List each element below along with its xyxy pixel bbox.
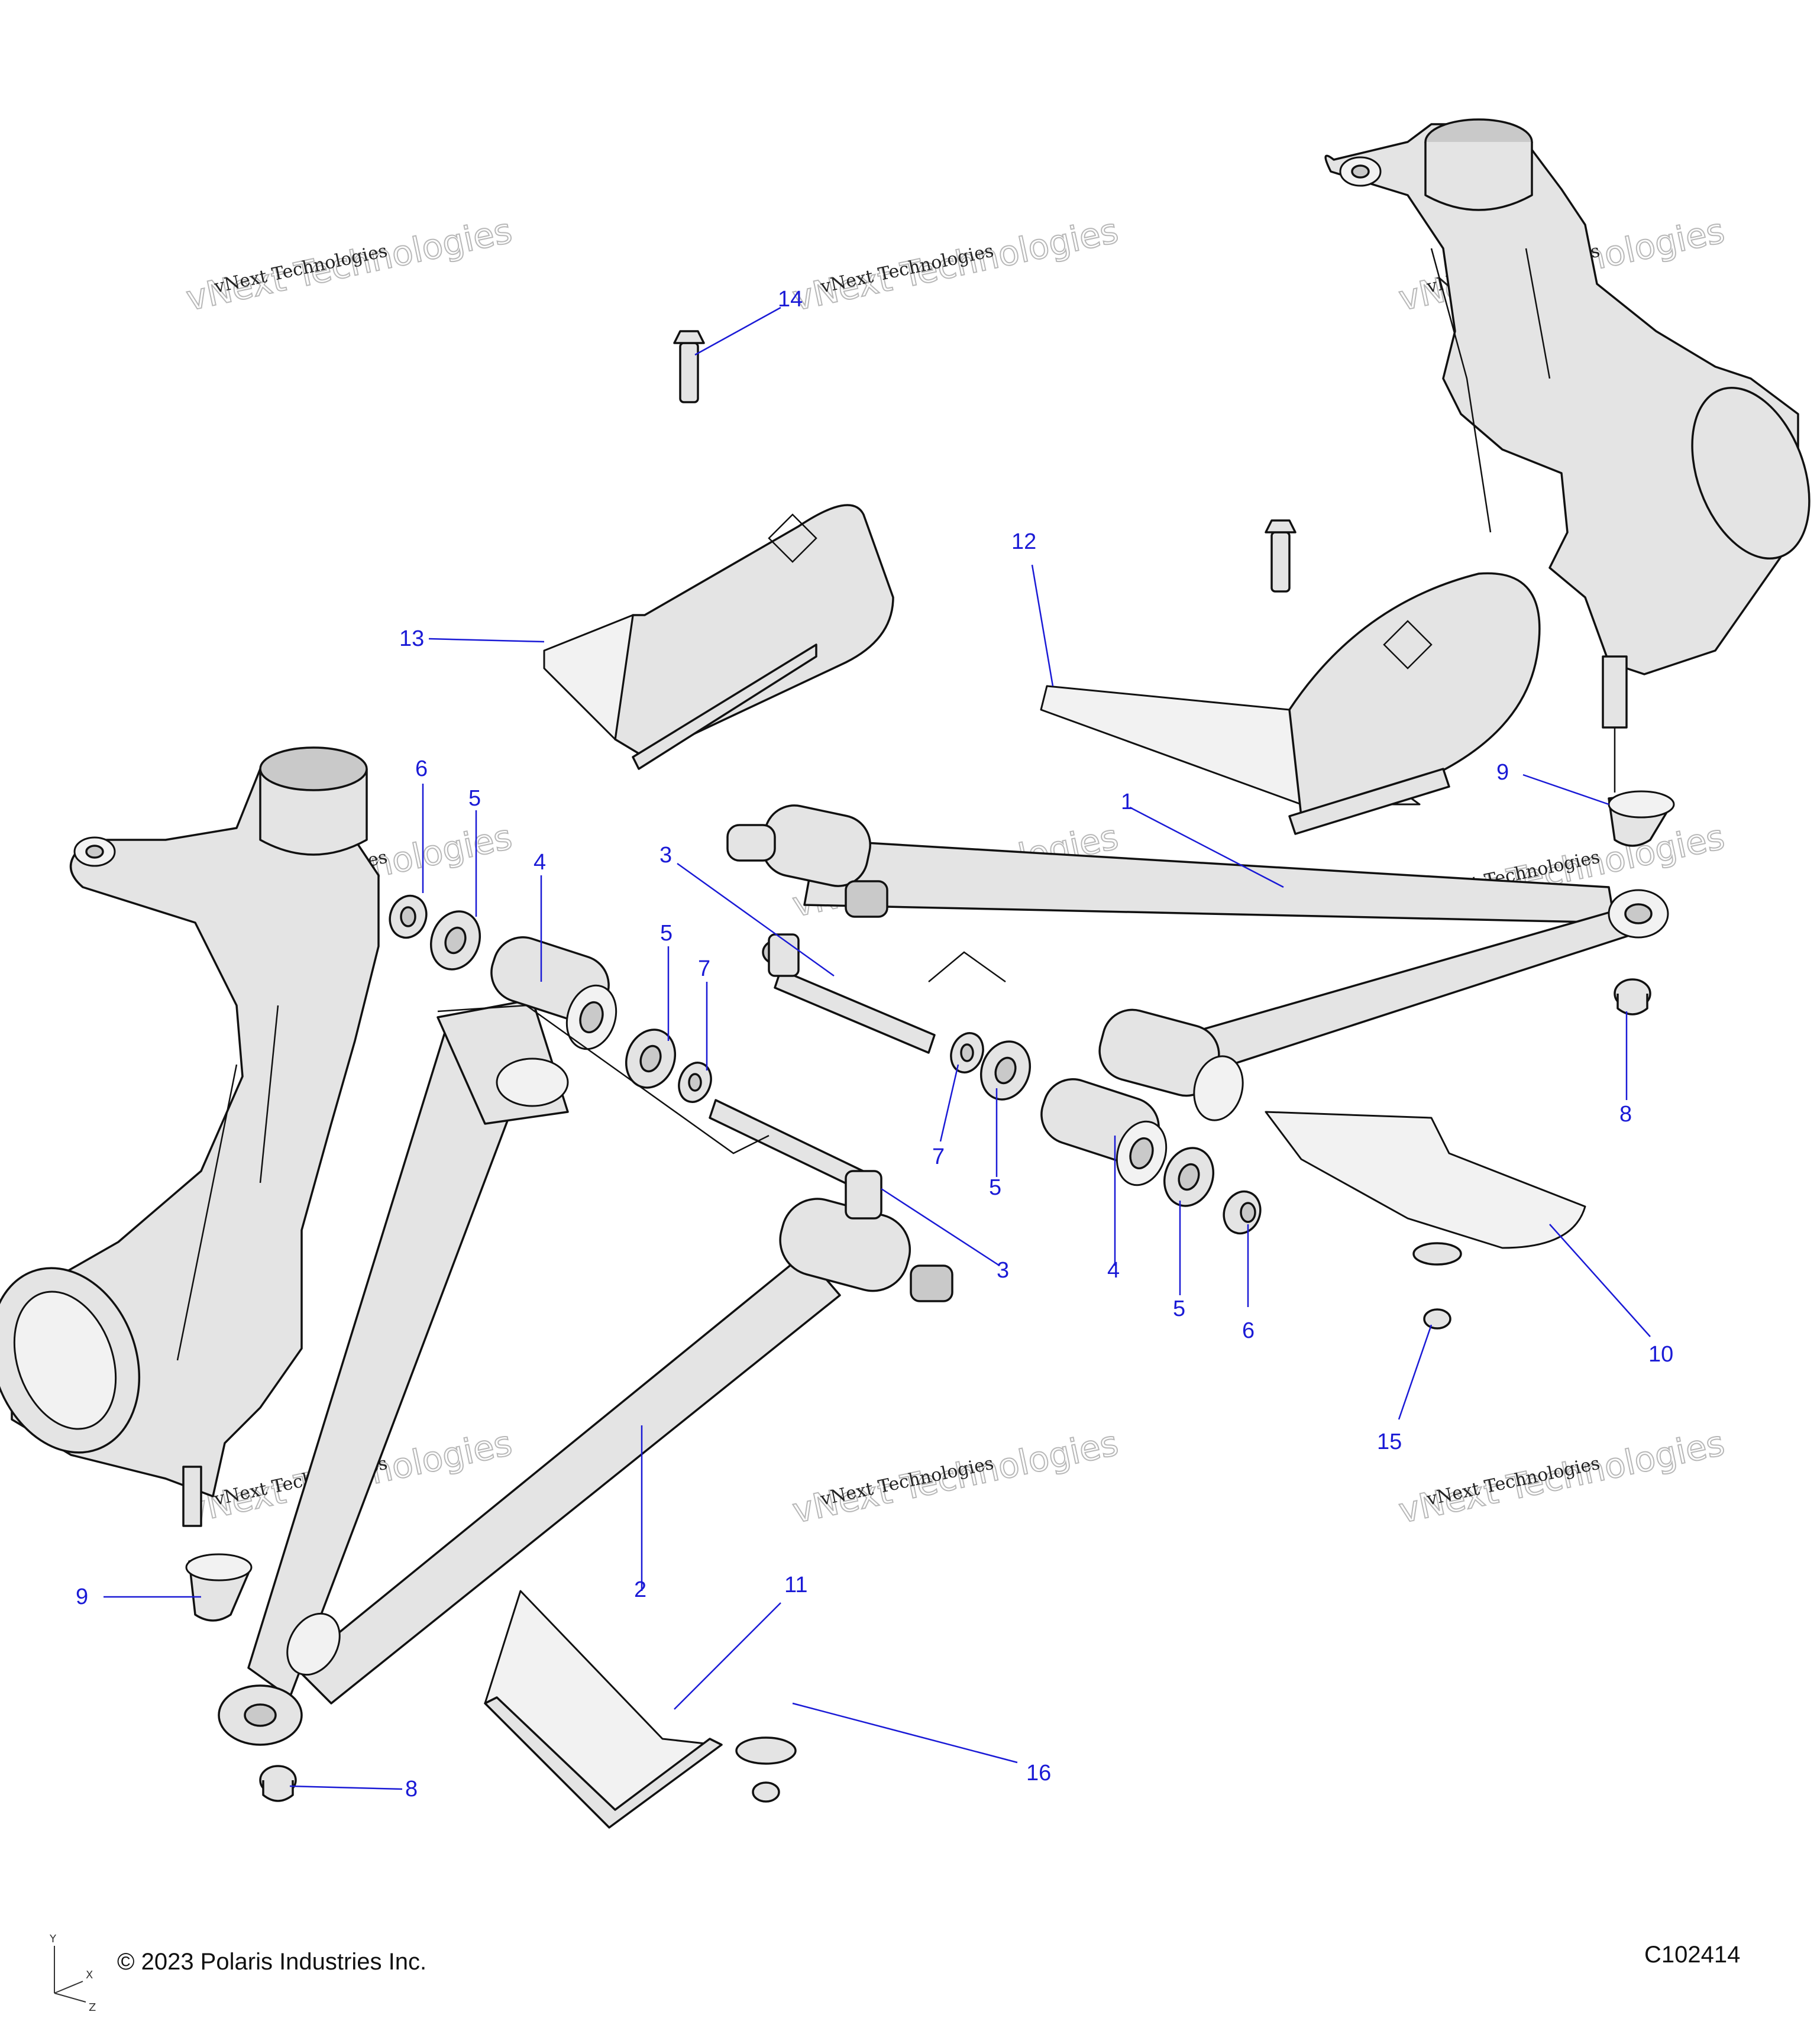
- nut: [1223, 1190, 1262, 1235]
- guard-upper-left: [543, 504, 894, 770]
- callout-7a: 7: [698, 956, 710, 981]
- nut: [389, 894, 428, 939]
- guard-lower-left: [484, 1590, 797, 1829]
- leader-15: [1398, 1324, 1433, 1420]
- leader-3a: [677, 862, 835, 977]
- leader-14: [694, 306, 781, 356]
- guard-lower-right: [1265, 1111, 1586, 1330]
- callout-6a: 6: [415, 756, 428, 781]
- callout-6b: 6: [1242, 1318, 1255, 1343]
- axis-label-y: Y: [49, 1933, 57, 1945]
- callout-5c: 5: [989, 1175, 1001, 1200]
- axes-triad-icon: Y X Z: [49, 1933, 96, 2014]
- watermark: vNext Technologies vNext Technologies: [182, 210, 516, 319]
- bolt-lower: [709, 1099, 882, 1220]
- spacer: [950, 1032, 984, 1073]
- callout-14: 14: [778, 287, 803, 312]
- callout-5b: 5: [660, 921, 673, 946]
- washer: [625, 1029, 677, 1089]
- spacer: [678, 1062, 712, 1103]
- bushing-left: [490, 936, 617, 1050]
- watermark: vNext Technologies vNext Technologies: [1395, 1422, 1728, 1532]
- callout-8b: 8: [405, 1777, 418, 1802]
- flange-nut: [259, 1765, 297, 1802]
- leader-11: [674, 1602, 781, 1710]
- assembly-line: [437, 951, 1006, 1154]
- callout-15: 15: [1377, 1429, 1402, 1454]
- ball-joint-boot: [185, 1553, 253, 1622]
- leader-8b: [289, 1785, 403, 1790]
- leader-12: [1031, 564, 1054, 687]
- upper-a-arm: [726, 804, 1669, 1121]
- leader-3b: [881, 1188, 1000, 1267]
- leader-9a: [1522, 774, 1609, 806]
- callout-3b: 3: [997, 1258, 1009, 1283]
- parts-layer: [0, 118, 1810, 1829]
- callout-labels: 1 2 3 3 4 4 5 5 5 5 6 6 7 7 8 8 9 9 10 1…: [76, 287, 1673, 1802]
- washer: [1163, 1147, 1215, 1207]
- leader-13: [428, 638, 545, 643]
- watermark: vNext Technologies vNext Technologies: [788, 210, 1122, 319]
- callout-10: 10: [1648, 1342, 1673, 1367]
- callout-8a: 8: [1619, 1102, 1632, 1127]
- washer: [979, 1040, 1032, 1101]
- callout-1: 1: [1121, 790, 1133, 814]
- axis-label-z: Z: [89, 2001, 96, 2014]
- leader-1: [1129, 806, 1284, 888]
- lower-a-arm: [218, 998, 953, 1746]
- leader-16: [792, 1702, 1018, 1764]
- callout-3a: 3: [659, 843, 672, 868]
- guard-upper-right: [1040, 572, 1541, 835]
- callout-5d: 5: [1173, 1296, 1185, 1321]
- ball-joint-boot: [1608, 790, 1675, 847]
- callout-4b: 4: [1107, 1258, 1120, 1283]
- drawing-id: C102414: [1644, 1942, 1740, 1968]
- bolt-upper-right: [1265, 519, 1297, 593]
- callout-13: 13: [399, 626, 424, 651]
- callout-11: 11: [784, 1573, 807, 1597]
- flange-nut: [1614, 978, 1651, 1015]
- left-knuckle: [0, 746, 380, 1527]
- bolt-14: [673, 330, 705, 403]
- bolt-upper: [762, 933, 936, 1054]
- axis-label-x: X: [86, 1969, 93, 1981]
- callout-16: 16: [1026, 1761, 1051, 1786]
- callout-2: 2: [634, 1577, 646, 1602]
- bushing-right: [1040, 1078, 1168, 1186]
- callout-12: 12: [1011, 529, 1036, 554]
- callout-9a: 9: [1496, 760, 1509, 785]
- watermark: vNext Technologies vNext Technologies: [788, 1422, 1122, 1532]
- callout-9b: 9: [76, 1584, 88, 1609]
- washer: [429, 910, 481, 971]
- callout-5a: 5: [468, 786, 481, 811]
- copyright-text: © 2023 Polaris Industries Inc.: [117, 1949, 426, 1975]
- leader-7b: [939, 1064, 959, 1142]
- callout-7b: 7: [932, 1144, 945, 1169]
- callout-4a: 4: [534, 850, 546, 875]
- right-knuckle: [1324, 118, 1810, 793]
- leader-10: [1549, 1224, 1651, 1337]
- leader-lines: [104, 306, 1651, 1790]
